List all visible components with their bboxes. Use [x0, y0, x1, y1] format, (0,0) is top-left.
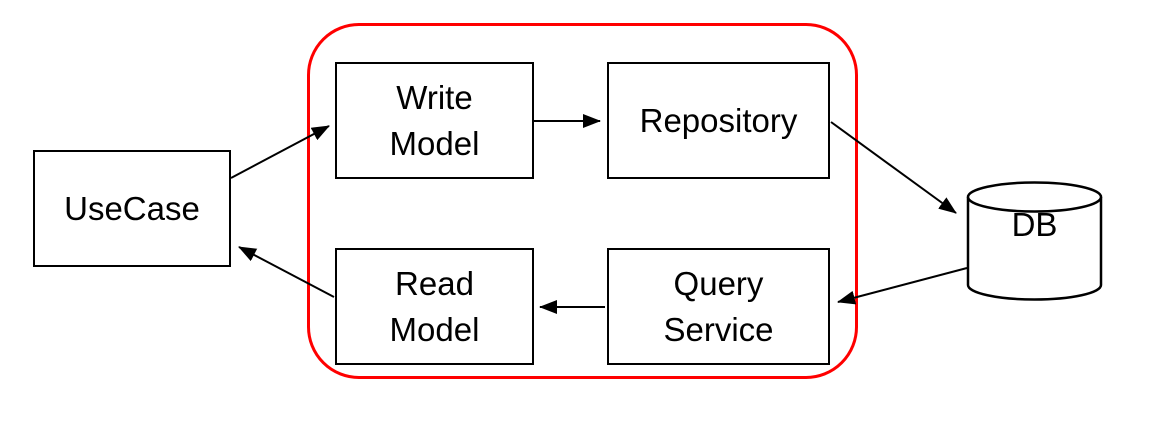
node-usecase-label: UseCase [64, 189, 200, 227]
node-repository-label: Repository [639, 101, 798, 139]
node-write-model: Write Model [335, 62, 534, 179]
node-db-label: DB [1011, 206, 1058, 243]
node-query-service-label: Query Service [663, 264, 774, 348]
node-db: DB [966, 180, 1103, 302]
node-query-service: Query Service [607, 248, 830, 365]
node-read-model: Read Model [335, 248, 534, 365]
node-write-model-label: Write Model [389, 78, 480, 162]
node-repository: Repository [607, 62, 830, 179]
node-read-model-label: Read Model [389, 264, 480, 348]
db-cylinder-icon [966, 181, 1103, 301]
node-usecase: UseCase [33, 150, 231, 267]
